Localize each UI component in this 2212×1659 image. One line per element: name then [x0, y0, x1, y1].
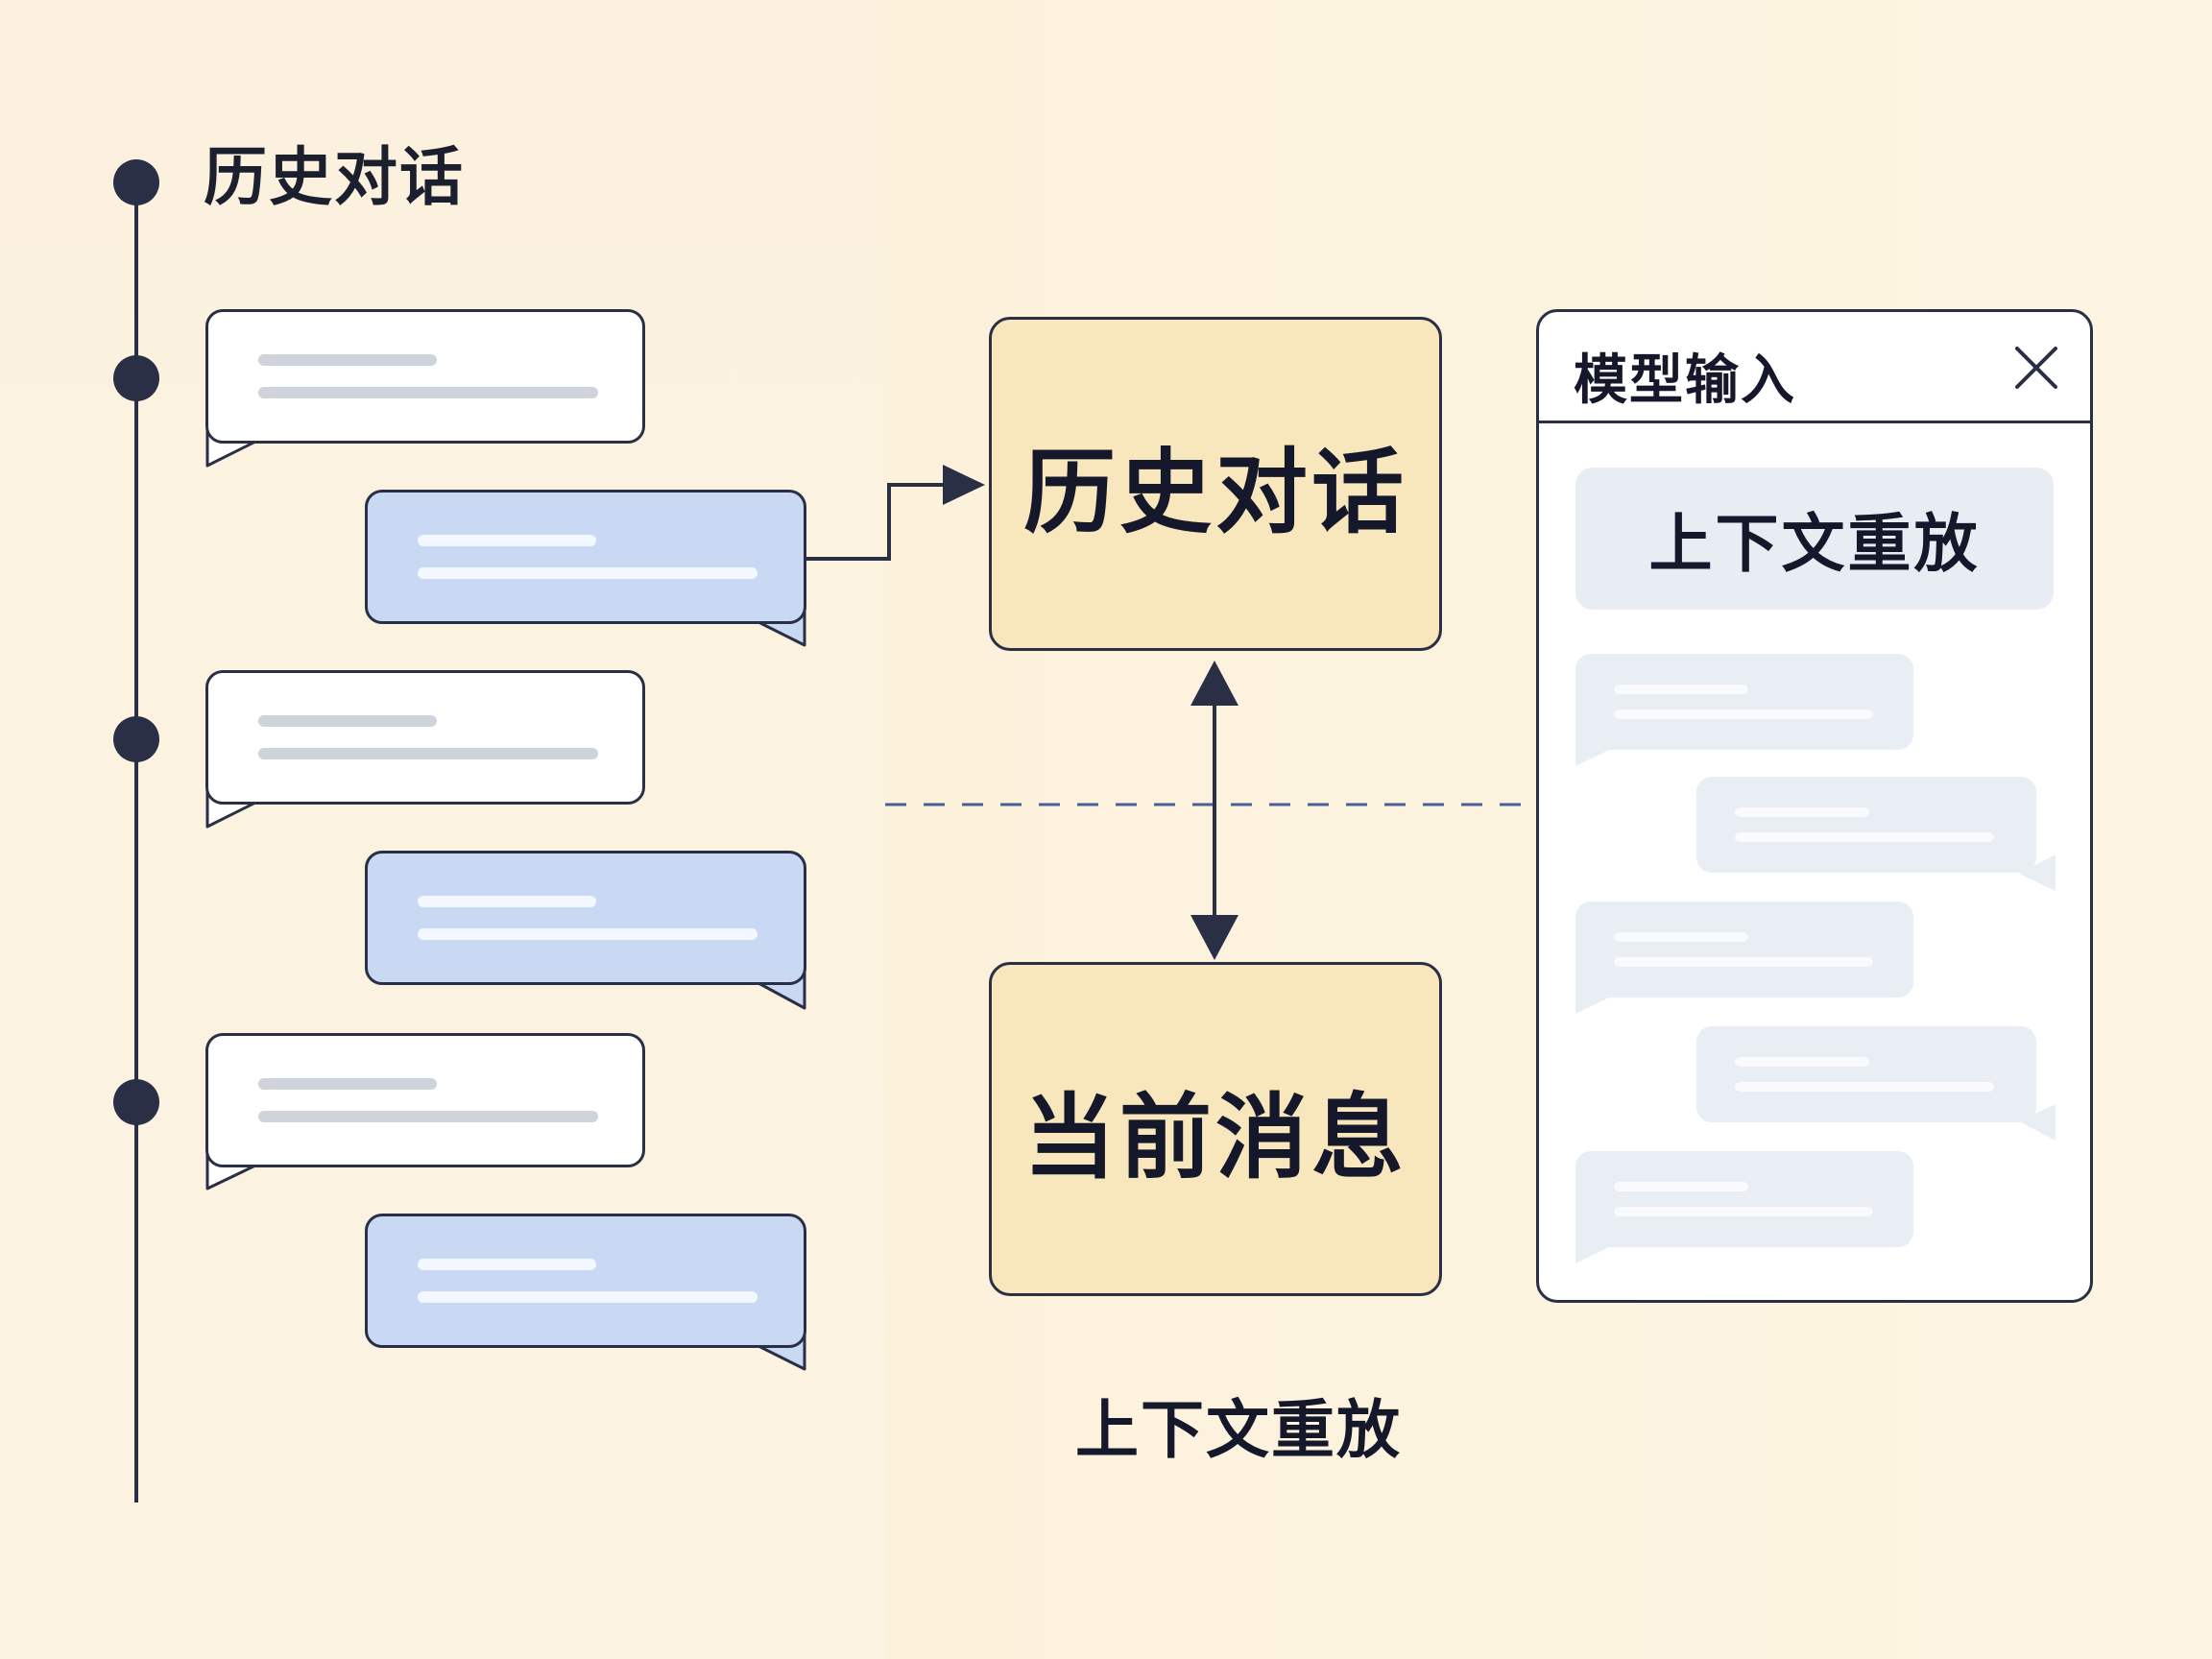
text-line-placeholder [258, 715, 437, 727]
text-line-placeholder [418, 896, 596, 907]
text-line-placeholder [418, 567, 757, 579]
chat-bubble-outgoing [365, 490, 806, 624]
text-line-placeholder [1735, 832, 1994, 842]
timeline-title: 历史对话 [204, 140, 465, 214]
text-line-placeholder [258, 354, 437, 366]
text-line-placeholder [1614, 1207, 1873, 1216]
chat-bubble-incoming [205, 309, 645, 444]
bubble-tail [2019, 1104, 2056, 1141]
text-line-placeholder [1614, 709, 1873, 719]
window-title: 模型输入 [1574, 349, 1796, 412]
chat-bubble-incoming [205, 670, 645, 805]
timeline-node [113, 716, 159, 762]
context-replay-caption: 上下文重放 [1075, 1393, 1402, 1467]
timeline-node [113, 159, 159, 205]
arrowhead-up-icon [1190, 661, 1238, 706]
bubble-tail [2019, 854, 2056, 891]
chat-bubble-incoming [205, 1033, 645, 1167]
text-line-placeholder [1614, 932, 1748, 942]
text-line-placeholder [1614, 957, 1873, 967]
current-message-box: 当前消息 [989, 962, 1442, 1296]
text-line-placeholder [1735, 1057, 1869, 1067]
text-line-placeholder [258, 387, 598, 398]
ghost-message [1575, 654, 1913, 750]
text-line-placeholder [418, 1291, 757, 1303]
timeline-node [113, 355, 159, 401]
chat-bubble-outgoing [365, 851, 806, 985]
arrowhead-right-icon [943, 465, 985, 505]
model-input-window: 模型输入 上下文重放 [1536, 309, 2093, 1303]
text-line-placeholder [418, 535, 596, 546]
text-line-placeholder [1735, 807, 1869, 817]
arrowhead-down-icon [1190, 915, 1238, 960]
text-line-placeholder [418, 1259, 596, 1270]
ghost-message [1575, 1151, 1913, 1247]
text-line-placeholder [258, 1078, 437, 1090]
history-conversation-box: 历史对话 [989, 317, 1442, 651]
close-icon [2015, 347, 2057, 389]
text-line-placeholder [418, 928, 757, 940]
history-to-box-arrow [806, 483, 946, 561]
close-button[interactable] [2009, 341, 2063, 395]
chat-bubble-outgoing [365, 1214, 806, 1348]
history-panel-background [0, 0, 885, 1659]
timeline-node [113, 1079, 159, 1125]
text-line-placeholder [1614, 685, 1748, 694]
text-line-placeholder [258, 748, 598, 759]
ghost-message [1575, 902, 1913, 998]
window-header [1539, 312, 2090, 423]
text-line-placeholder [1614, 1182, 1748, 1191]
ghost-message [1696, 777, 2036, 873]
text-line-placeholder [1735, 1082, 1994, 1092]
context-replay-card: 上下文重放 [1575, 468, 2054, 610]
ghost-message [1696, 1026, 2036, 1122]
text-line-placeholder [258, 1111, 598, 1122]
